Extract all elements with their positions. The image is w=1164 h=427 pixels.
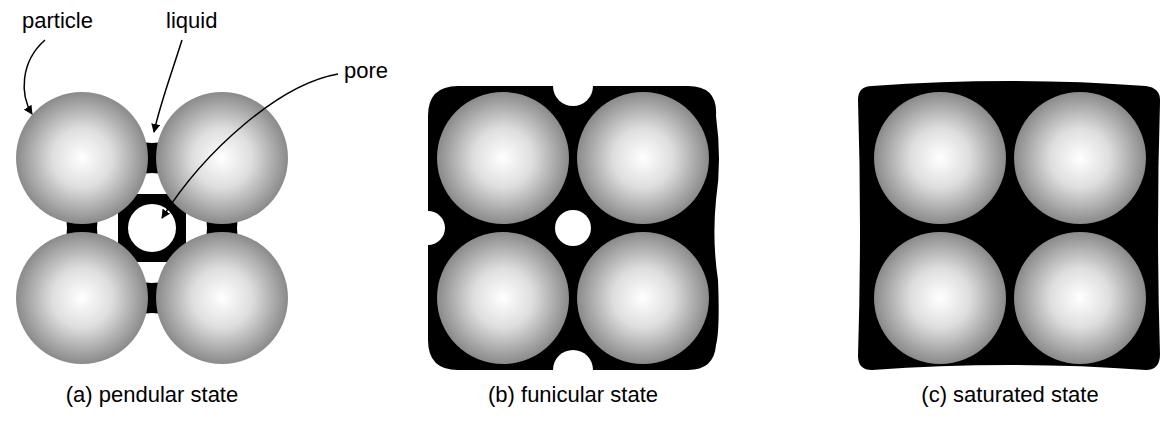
part-label: pore — [344, 58, 388, 84]
part-label: liquid — [166, 8, 217, 34]
caption: (a) pendular state — [66, 382, 238, 408]
particle-sphere — [1014, 92, 1146, 224]
caption: (c) saturated state — [921, 382, 1098, 408]
particle-sphere — [577, 232, 709, 364]
particle-sphere — [437, 232, 569, 364]
part-label: particle — [22, 8, 93, 34]
liquid-region — [858, 81, 1160, 370]
liquid-region — [428, 86, 719, 370]
particle-sphere — [16, 232, 148, 364]
saturated-panel — [858, 81, 1160, 370]
particle-sphere — [437, 92, 569, 224]
particle-sphere — [16, 92, 148, 224]
leader-arrow — [162, 74, 338, 218]
leader-arrow — [24, 40, 45, 114]
particle-sphere — [156, 92, 288, 224]
particle-sphere — [156, 232, 288, 364]
funicular-panel — [411, 66, 719, 390]
particle-sphere — [577, 92, 709, 224]
leader-arrow — [154, 40, 182, 132]
particle-sphere — [874, 232, 1006, 364]
caption: (b) funicular state — [488, 382, 658, 408]
particle-sphere — [874, 92, 1006, 224]
air-notch — [411, 211, 445, 245]
pore-void — [128, 204, 176, 252]
particle-sphere — [1014, 232, 1146, 364]
pendular-panel — [16, 40, 338, 364]
air-notch — [553, 66, 593, 106]
pore-void — [555, 210, 591, 246]
